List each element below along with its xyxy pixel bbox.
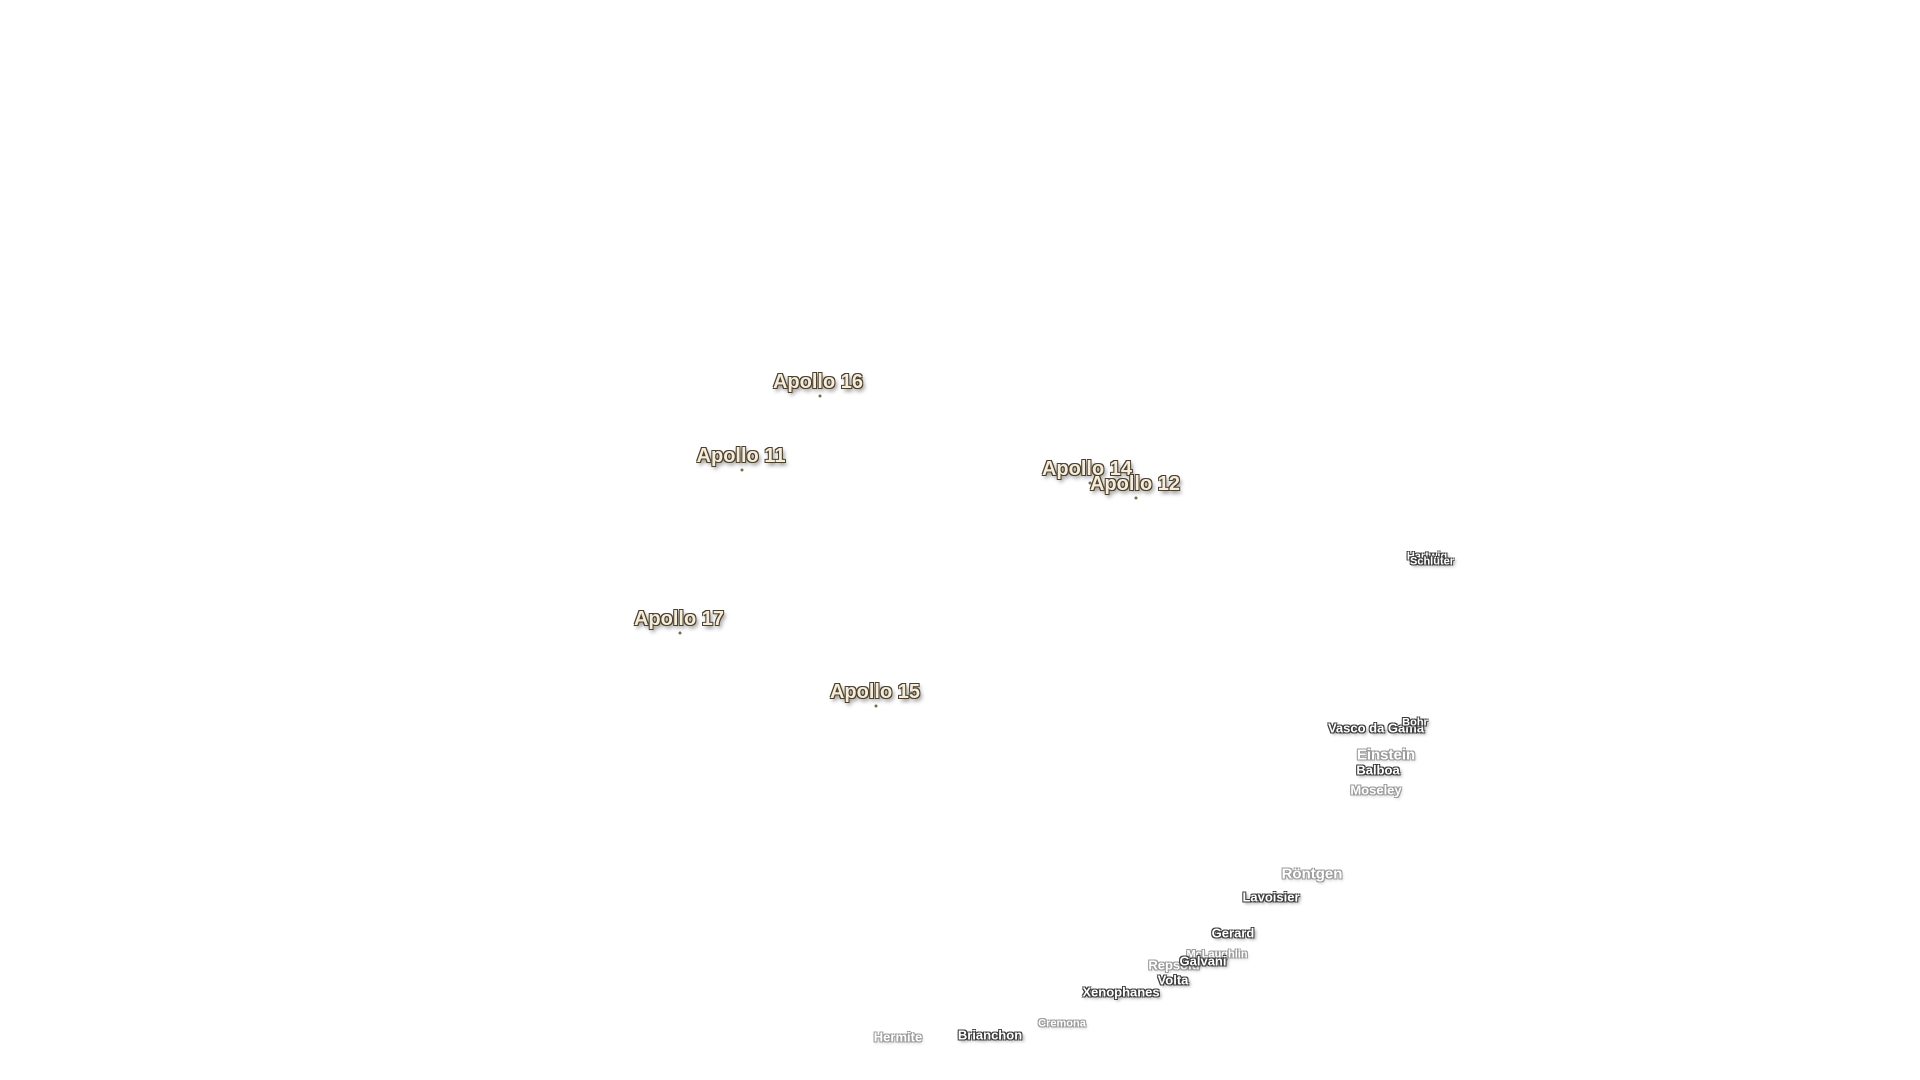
crater-label-moseley[interactable]: Moseley: [1350, 782, 1402, 798]
apollo-16-label[interactable]: Apollo 16: [772, 371, 864, 393]
apollo-15-label[interactable]: Apollo 15: [829, 681, 921, 703]
apollo-11-site-marker[interactable]: [740, 468, 744, 472]
crater-label-hermite[interactable]: Hermite: [873, 1029, 923, 1045]
apollo-14-site-marker[interactable]: [1088, 481, 1092, 485]
crater-label-volta[interactable]: Volta: [1157, 972, 1189, 988]
crater-label-repsold[interactable]: Repsold: [1148, 957, 1200, 973]
apollo-12-label[interactable]: Apollo 12: [1089, 473, 1181, 495]
apollo-17-label[interactable]: Apollo 17: [633, 608, 725, 630]
crater-label-hartwig[interactable]: Hartwig: [1406, 550, 1448, 563]
crater-label-balboa[interactable]: Balboa: [1356, 762, 1400, 778]
crater-label-vasco-da-gama[interactable]: Vasco da Gama: [1327, 720, 1425, 736]
apollo-11-label[interactable]: Apollo 11: [696, 445, 786, 467]
crater-label-lavoisier[interactable]: Lavoisier: [1242, 889, 1300, 905]
apollo-14-label[interactable]: Apollo 14: [1041, 458, 1133, 480]
crater-label-schluter[interactable]: Schlüter: [1409, 555, 1455, 568]
crater-label-rontgen[interactable]: Röntgen: [1281, 865, 1343, 883]
crater-label-brianchon[interactable]: Brianchon: [957, 1027, 1023, 1043]
apollo-15-site-marker[interactable]: [874, 704, 878, 708]
crater-label-bohr[interactable]: Bohr: [1402, 716, 1428, 729]
apollo-12-site-marker[interactable]: [1134, 496, 1138, 500]
apollo-16-site-marker[interactable]: [818, 394, 822, 398]
crater-label-galvani[interactable]: Galvani: [1179, 953, 1227, 969]
crater-label-mclaughlin[interactable]: McLaughlin: [1186, 948, 1248, 961]
crater-label-gerard[interactable]: Gerard: [1211, 925, 1255, 941]
crater-label-einstein[interactable]: Einstein: [1356, 746, 1416, 764]
crater-label-cremona[interactable]: Cremona: [1038, 1017, 1086, 1030]
apollo-17-site-marker[interactable]: [678, 631, 682, 635]
crater-label-xenophanes[interactable]: Xenophanes: [1082, 984, 1160, 1000]
